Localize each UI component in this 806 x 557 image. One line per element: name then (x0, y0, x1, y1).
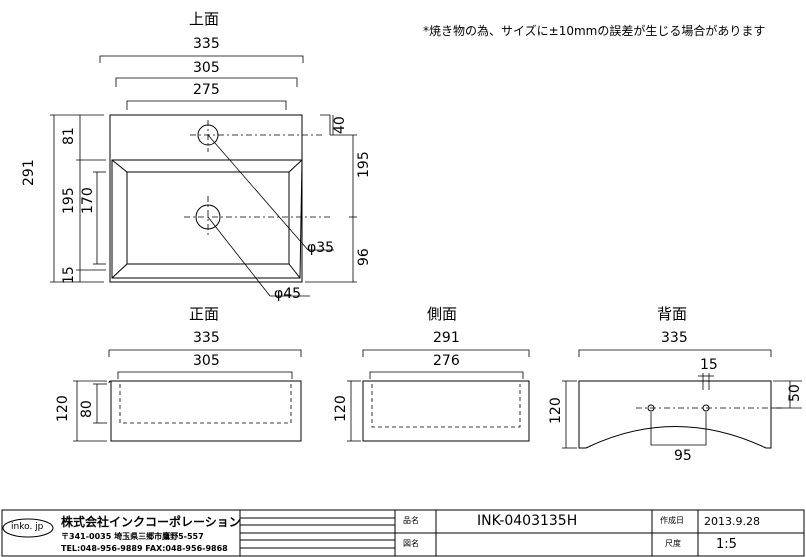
top-dim-195-right: 195 (356, 151, 372, 178)
back-dim-width-outer: 335 (661, 330, 688, 346)
logo-text: inko. jp (11, 522, 44, 532)
title-block (1, 509, 805, 557)
top-bowl-outer (111, 159, 303, 279)
top-centerlines (184, 120, 330, 238)
top-dia-large: φ45 (274, 286, 302, 302)
front-dim-height-inner: 80 (79, 400, 95, 418)
top-dim-width-inner: 275 (193, 82, 220, 98)
top-dim-height-total: 291 (21, 159, 37, 186)
label-scale: 尺度 (665, 539, 681, 548)
top-dim-96: 96 (356, 248, 372, 266)
back-view-title: 背面 (657, 305, 688, 323)
side-dim-width-inner: 276 (433, 353, 460, 369)
company-address: 〒341-0035 埼玉県三郷市鷹野5-557 (61, 532, 204, 541)
date-value: 2013.9.28 (704, 515, 760, 528)
side-view (362, 380, 530, 442)
top-dim-195-left: 195 (61, 187, 77, 214)
top-view (109, 114, 303, 283)
company-name: 株式会社インクコーポレーション (61, 515, 241, 529)
top-dim-81: 81 (61, 127, 77, 145)
side-dim-height-total: 120 (333, 395, 349, 422)
front-dim-width-outer: 335 (193, 330, 220, 346)
side-dim-width-outer: 291 (433, 330, 460, 346)
product-code: INK-0403135H (477, 513, 578, 529)
top-view-title: 上面 (189, 10, 220, 28)
top-dim-width-outer: 335 (193, 36, 220, 52)
side-view-title: 側面 (427, 305, 458, 323)
back-outline (578, 380, 772, 449)
top-outer-outline (109, 114, 303, 283)
front-dim-height-total: 120 (55, 395, 71, 422)
front-dimensions (73, 349, 302, 442)
top-dim-40: 40 (332, 116, 348, 134)
top-bowl-inner (126, 171, 290, 265)
front-view-title: 正面 (189, 305, 220, 323)
back-dimensions (562, 349, 802, 449)
logo-badge (2, 518, 54, 538)
front-dim-width-inner: 305 (193, 353, 220, 369)
top-dim-170: 170 (80, 187, 96, 214)
side-dimensions (347, 349, 530, 442)
side-outline (362, 380, 530, 442)
label-product-name: 品名 (403, 516, 419, 525)
back-dim-15: 15 (700, 357, 718, 373)
top-dia-small: φ35 (307, 240, 335, 256)
back-dim-50: 50 (787, 384, 803, 402)
label-drawing-name: 図名 (403, 539, 419, 548)
front-view (108, 380, 302, 442)
label-date: 作成日 (660, 516, 684, 525)
top-dim-width-mid: 305 (193, 60, 220, 76)
front-outline (110, 380, 302, 442)
back-dim-95: 95 (674, 448, 692, 464)
top-dimensions (50, 55, 357, 297)
back-view (578, 380, 772, 449)
side-hidden (371, 384, 521, 428)
back-dim-height-total: 120 (548, 397, 564, 424)
scale-value: 1:5 (716, 537, 737, 552)
company-phone: TEL:048-956-9889 FAX:048-956-9868 (61, 544, 228, 553)
note-text: *焼き物の為、サイズに±10mmの誤差が生じる場合があります (423, 24, 766, 38)
front-hidden (119, 384, 292, 424)
top-dim-15: 15 (61, 266, 77, 284)
